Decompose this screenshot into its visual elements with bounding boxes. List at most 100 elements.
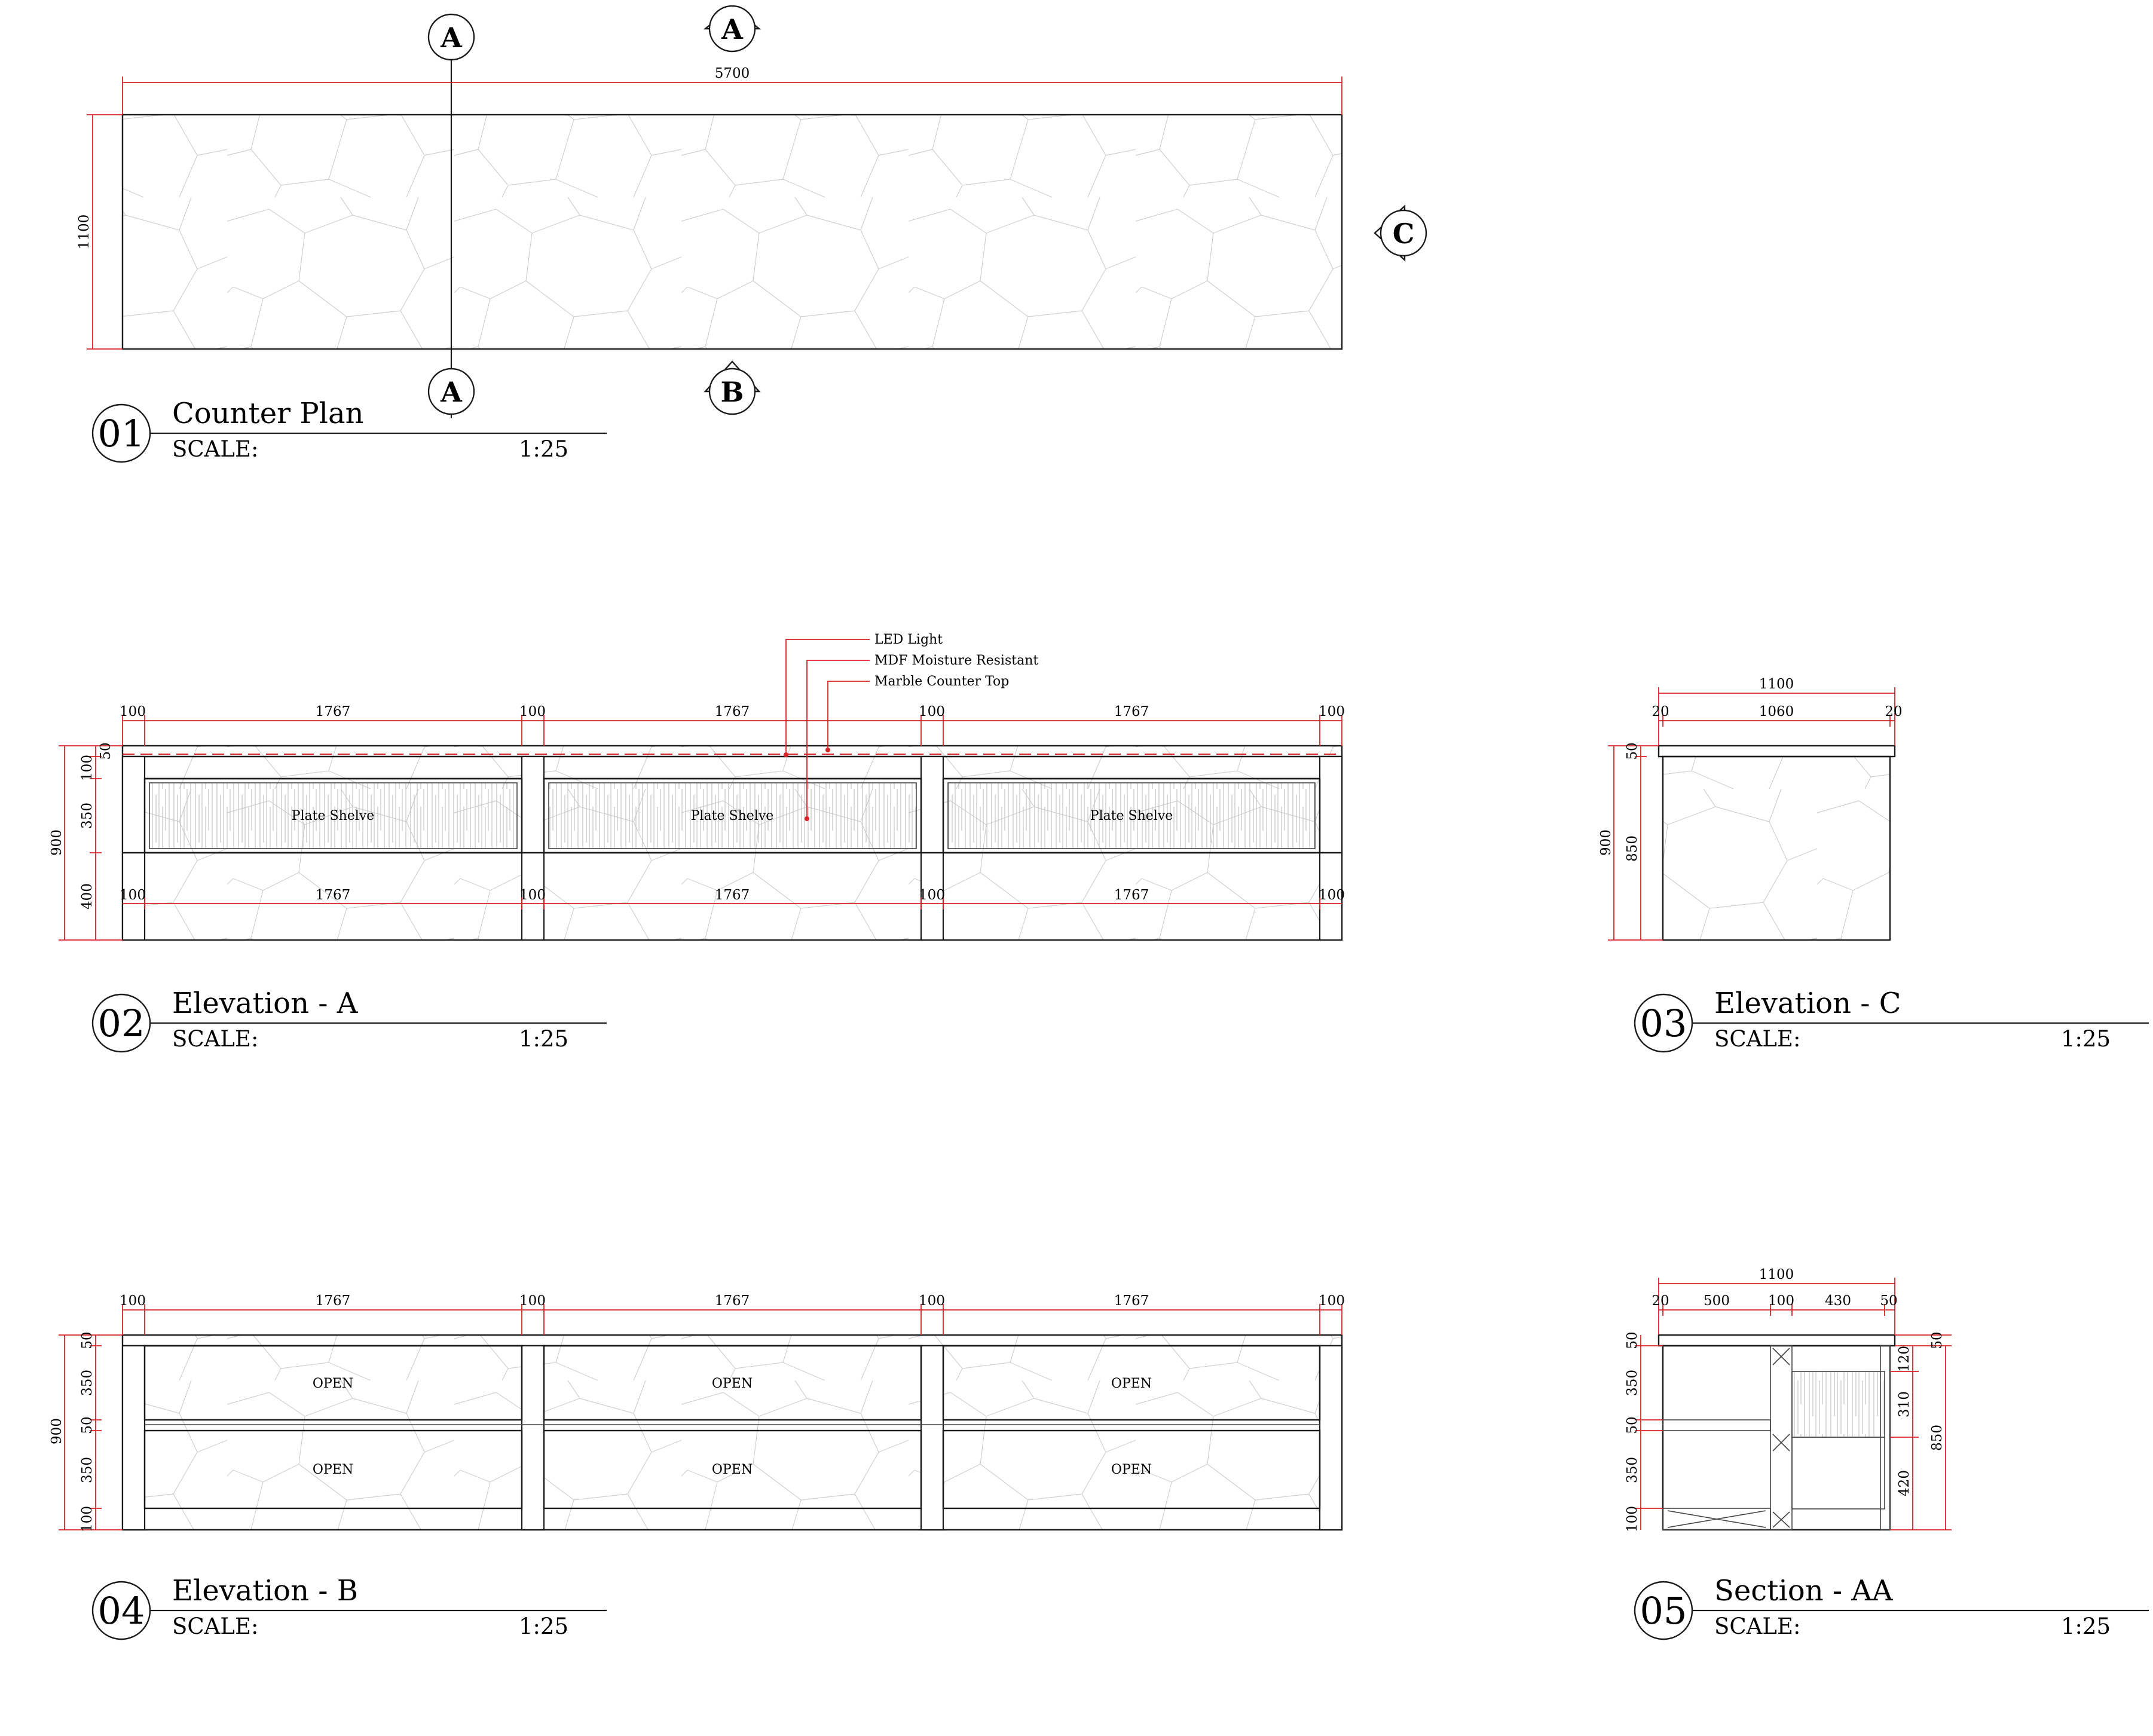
- view-number: 01: [98, 412, 145, 455]
- note-mdf: MDF Moisture Resistant: [874, 653, 1038, 668]
- open-compartments: OPEN OPEN OPEN OPEN OPEN OPEN: [143, 1345, 1321, 1510]
- svg-text:100: 100: [519, 704, 546, 719]
- svg-text:A: A: [440, 22, 463, 54]
- svg-text:1767: 1767: [1114, 887, 1149, 903]
- svg-text:20: 20: [1652, 1293, 1669, 1309]
- svg-text:Plate Shelve: Plate Shelve: [292, 809, 375, 823]
- elevation-b-width-dimensions: 100 1767 100 1767 100 1767 100: [120, 1293, 1345, 1335]
- view-title-02: 02 Elevation - A SCALE: 1:25: [91, 987, 607, 1053]
- elevation-a-height-dimensions: 900 50 100 350 400: [49, 742, 123, 941]
- counter-plan-outline: [121, 114, 1343, 350]
- view-title-03: 03 Elevation - C SCALE: 1:25: [1634, 987, 2149, 1053]
- svg-text:100: 100: [120, 1293, 146, 1309]
- plate-shelve-1: Plate Shelve: [143, 777, 523, 854]
- svg-text:20: 20: [1885, 704, 1902, 719]
- svg-text:120: 120: [1897, 1346, 1912, 1372]
- elevation-b-view: OPEN OPEN OPEN OPEN OPEN OPEN 100 1767 1…: [49, 1293, 1345, 1532]
- view-title: Elevation - C: [1714, 987, 1901, 1020]
- svg-text:100: 100: [1319, 1293, 1345, 1309]
- svg-text:350: 350: [1625, 1457, 1640, 1483]
- scale-value: 1:25: [519, 436, 568, 462]
- note-marble: Marble Counter Top: [874, 674, 1009, 689]
- svg-text:50: 50: [98, 742, 114, 760]
- svg-text:50: 50: [1625, 1416, 1640, 1434]
- svg-text:430: 430: [1825, 1293, 1851, 1309]
- svg-text:100: 100: [919, 887, 945, 903]
- view-title-01: 01 Counter Plan SCALE: 1:25: [91, 397, 607, 463]
- section-marker-c[interactable]: C: [1374, 204, 1427, 262]
- svg-text:100: 100: [919, 704, 945, 719]
- section-aa-view: 1100 20 500 100 430 50 50 350 50 350 100…: [1625, 1267, 1952, 1532]
- svg-text:350: 350: [79, 803, 95, 829]
- svg-text:500: 500: [1704, 1293, 1730, 1309]
- svg-text:50: 50: [1625, 742, 1640, 760]
- scale-label: SCALE:: [1714, 1613, 1800, 1639]
- svg-text:900: 900: [1598, 829, 1614, 856]
- scale-value: 1:25: [2061, 1026, 2111, 1052]
- material-notes: LED Light MDF Moisture Resistant Marble …: [784, 632, 1038, 821]
- svg-text:100: 100: [1319, 887, 1345, 903]
- svg-text:350: 350: [79, 1370, 95, 1396]
- scale-label: SCALE:: [172, 436, 258, 462]
- svg-text:1767: 1767: [715, 704, 750, 719]
- plate-shelve-2: Plate Shelve: [543, 777, 922, 854]
- svg-text:1767: 1767: [1114, 1293, 1149, 1309]
- svg-text:OPEN: OPEN: [313, 1462, 353, 1477]
- svg-text:50: 50: [1929, 1331, 1945, 1349]
- section-marker-b[interactable]: B: [704, 360, 761, 415]
- svg-text:C: C: [1393, 218, 1415, 250]
- view-title: Elevation - A: [172, 987, 359, 1020]
- view-title: Section - AA: [1714, 1574, 1894, 1608]
- svg-text:1767: 1767: [316, 704, 351, 719]
- section-marker-a-top-left[interactable]: A: [427, 13, 475, 61]
- scale-label: SCALE:: [172, 1613, 258, 1639]
- svg-text:420: 420: [1897, 1470, 1912, 1496]
- scale-value: 1:25: [2061, 1613, 2111, 1639]
- svg-text:100: 100: [120, 704, 146, 719]
- svg-text:100: 100: [519, 887, 546, 903]
- elevation-a-width-dimensions: 100 1767 100 1767 100 1767 100: [120, 704, 1345, 746]
- view-number: 02: [98, 1002, 145, 1045]
- svg-text:50: 50: [1880, 1293, 1897, 1309]
- svg-text:1060: 1060: [1759, 704, 1794, 719]
- svg-text:100: 100: [1625, 1506, 1640, 1532]
- section-marker-a-bottom[interactable]: A: [427, 368, 475, 415]
- svg-text:1767: 1767: [715, 887, 750, 903]
- svg-text:OPEN: OPEN: [1111, 1376, 1152, 1391]
- view-title-05: 05 Section - AA SCALE: 1:25: [1634, 1574, 2149, 1640]
- scale-label: SCALE:: [172, 1026, 258, 1052]
- svg-text:Plate Shelve: Plate Shelve: [1090, 809, 1173, 823]
- svg-text:20: 20: [1652, 704, 1669, 719]
- svg-text:OPEN: OPEN: [313, 1376, 353, 1391]
- svg-text:900: 900: [49, 829, 65, 856]
- svg-text:OPEN: OPEN: [1111, 1462, 1152, 1477]
- svg-text:400: 400: [79, 883, 95, 910]
- svg-text:100: 100: [120, 887, 146, 903]
- svg-text:100: 100: [79, 755, 95, 781]
- svg-text:OPEN: OPEN: [712, 1376, 753, 1391]
- scale-value: 1:25: [519, 1026, 568, 1052]
- svg-text:850: 850: [1625, 835, 1640, 862]
- svg-text:A: A: [440, 376, 463, 408]
- view-title: Counter Plan: [172, 397, 364, 430]
- svg-text:50: 50: [1625, 1331, 1640, 1349]
- svg-text:100: 100: [919, 1293, 945, 1309]
- elevation-c-view: 1100 20 1060 20 900 50 850: [1598, 676, 1903, 941]
- length-dimension: 5700: [715, 66, 750, 81]
- svg-text:Plate Shelve: Plate Shelve: [691, 809, 774, 823]
- elevation-b-outline: [121, 1334, 1343, 1531]
- counter-plan-view: 5700 1100 A A A B C: [77, 5, 1427, 418]
- svg-text:1767: 1767: [715, 1293, 750, 1309]
- section-marker-a-top-right[interactable]: A: [703, 5, 761, 53]
- svg-text:350: 350: [1625, 1370, 1640, 1396]
- svg-text:900: 900: [49, 1418, 65, 1444]
- scale-value: 1:25: [519, 1613, 568, 1639]
- svg-text:A: A: [721, 13, 744, 45]
- svg-text:350: 350: [79, 1457, 95, 1483]
- svg-text:50: 50: [79, 1416, 95, 1434]
- svg-text:1767: 1767: [1114, 704, 1149, 719]
- elevation-a-view: Plate Shelve Plate Shelve Plate Shelve L…: [49, 632, 1345, 941]
- plate-shelve-3: Plate Shelve: [942, 777, 1321, 854]
- view-number: 05: [1640, 1589, 1687, 1633]
